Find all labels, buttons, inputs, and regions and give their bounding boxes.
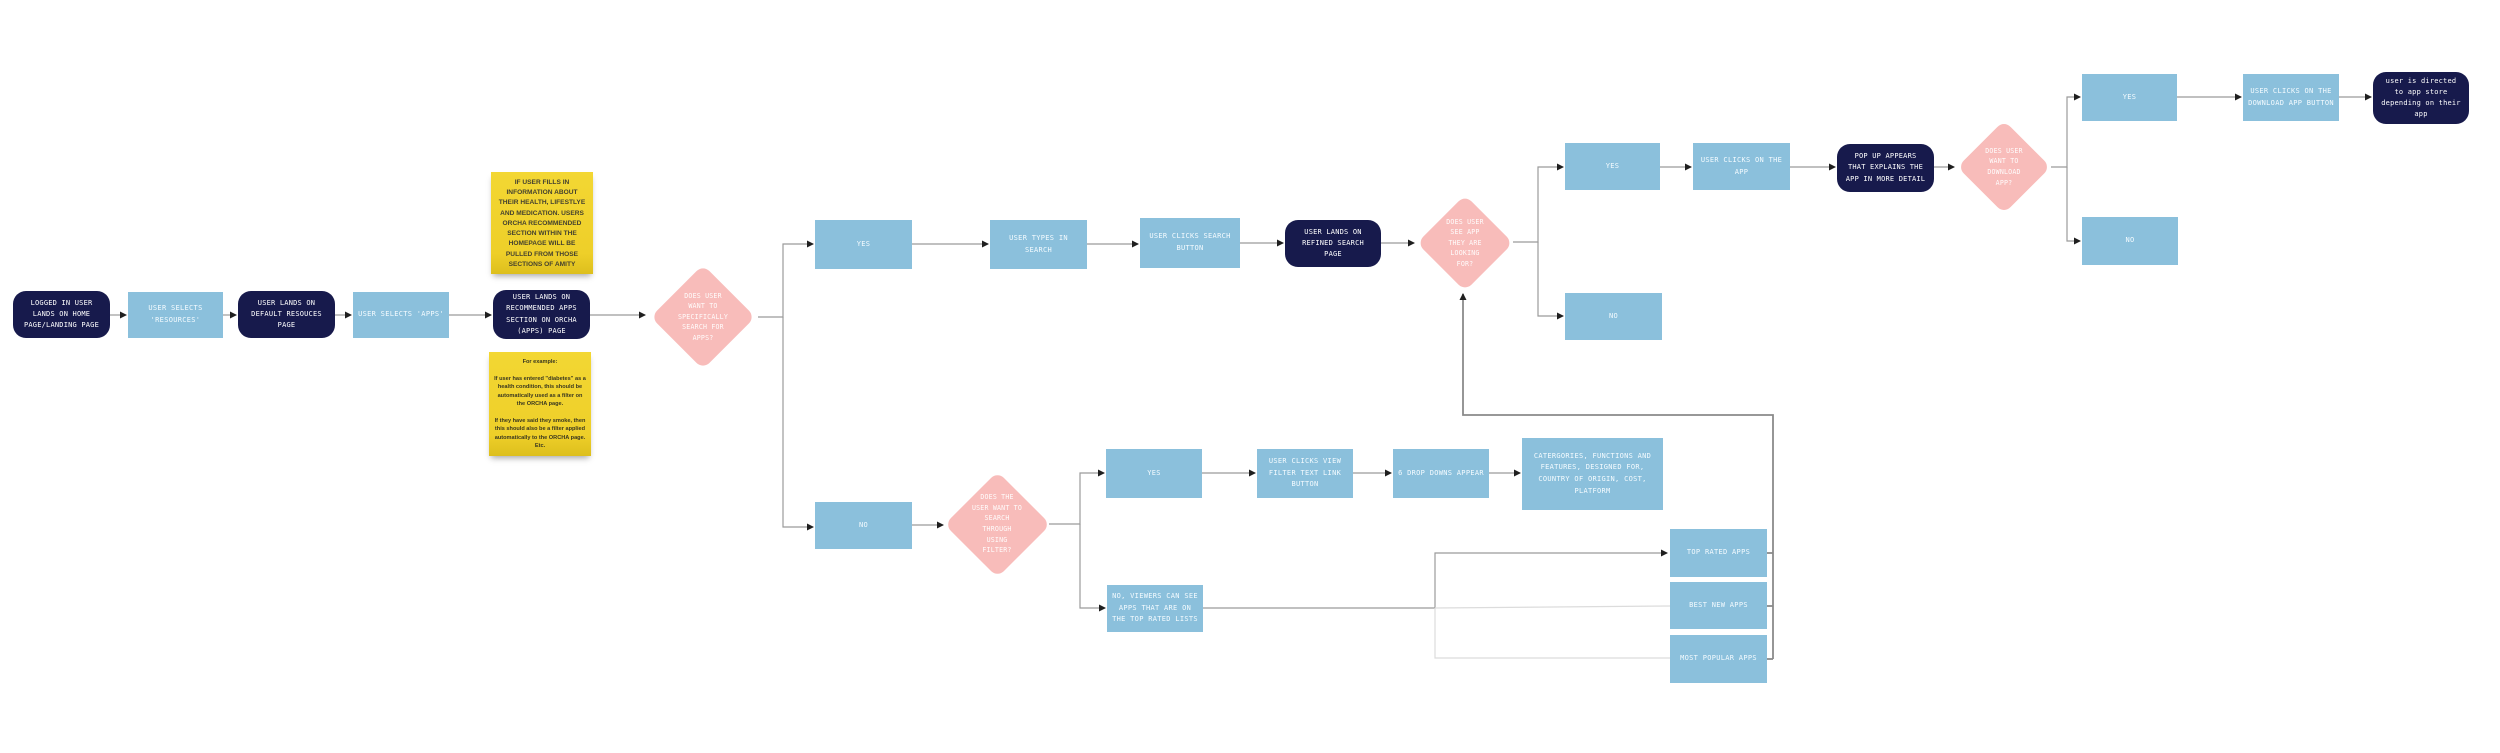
refined-search-label: USER LANDS ON REFINED SEARCH PAGE [1302, 227, 1364, 259]
clicks-search-button-label: USER CLICKS SEARCH BUTTON [1149, 232, 1231, 252]
popup-detail-node[interactable]: POP UP APPEARS THAT EXPLAINS THE APP IN … [1837, 144, 1934, 192]
recommended-apps-node[interactable]: USER LANDS ON RECOMMENDED APPS SECTION O… [493, 290, 590, 339]
connector-11 [1513, 163, 1564, 243]
select-apps-node[interactable]: USER SELECTS 'APPS' [353, 292, 449, 338]
dropdowns-appear-node[interactable]: 6 DROP DOWNS APPEAR [1393, 449, 1489, 498]
yes-download-label: YES [2122, 92, 2137, 101]
note-recommended-sticky-note[interactable]: IF USER FILLS IN INFORMATION ABOUT THEIR… [491, 172, 593, 274]
no-download-label: NO [2125, 236, 2135, 245]
filter-categories-node[interactable]: CATERGORIES, FUNCTIONS AND FEATURES, DES… [1522, 438, 1663, 510]
yes-search-node[interactable]: YES [815, 220, 912, 269]
clicks-on-app-label: USER CLICKS ON THE APP [1700, 155, 1783, 176]
yes-see-app-label: YES [1605, 161, 1620, 170]
clicks-download-button-label: USER CLICKS ON THE DOWNLOAD APP BUTTON [2248, 86, 2334, 107]
yes-see-app-node[interactable]: YES [1565, 143, 1660, 190]
clicks-download-button-node[interactable]: USER CLICKS ON THE DOWNLOAD APP BUTTON [2243, 74, 2339, 121]
no-filters-top-rated-node[interactable]: NO, VIEWERS CAN SEE APPS THAT ARE ON THE… [1107, 585, 1203, 632]
decision-download-diamond[interactable]: DOES USER WANT TO DOWNLOAD APP? [1957, 120, 2051, 214]
connector-17 [2066, 167, 2081, 245]
default-resources-node[interactable]: USER LANDS ON DEFAULT RESOUCES PAGE [238, 291, 335, 338]
types-in-search-node[interactable]: USER TYPES IN SEARCH [990, 220, 1087, 269]
connector-12 [1537, 242, 1564, 320]
decision-filters-diamond[interactable]: DOES THE USER WANT TO SEARCH THROUGH USI… [943, 470, 1051, 578]
yes-filters-label: YES [1147, 468, 1161, 477]
no-filters-top-rated-label: NO, VIEWERS CAN SEE APPS THAT ARE ON THE… [1112, 592, 1198, 624]
dropdowns-appear-label: 6 DROP DOWNS APPEAR [1398, 468, 1484, 477]
decision-specific-search-diamond[interactable]: DOES USER WANT TO SPECIFICALLY SEARCH FO… [648, 264, 758, 370]
select-resources-node[interactable]: USER SELECTS 'RESOURCES' [128, 292, 223, 338]
decision-specific-search-label: DOES USER WANT TO SPECIFICALLY SEARCH FO… [677, 291, 729, 342]
connector-6 [782, 317, 814, 531]
default-resources-label: USER LANDS ON DEFAULT RESOUCES PAGE [251, 298, 322, 330]
decision-filters-label: DOES THE USER WANT TO SEARCH THROUGH USI… [971, 493, 1023, 555]
note-recommended-label: IF USER FILLS IN INFORMATION ABOUT THEIR… [498, 179, 586, 268]
no-search-label: NO [858, 520, 869, 529]
connector-16 [2051, 93, 2081, 168]
yes-download-node[interactable]: YES [2082, 74, 2177, 121]
note-example-sticky-note[interactable]: For example: If user has entered "diabet… [489, 352, 591, 456]
yes-filters-node[interactable]: YES [1106, 449, 1202, 498]
connector-5 [758, 240, 814, 318]
connector-28 [1434, 608, 1670, 659]
most-popular-apps-label: MOST POPULAR APPS [1680, 654, 1757, 663]
no-search-node[interactable]: NO [815, 502, 912, 549]
best-new-apps-label: BEST NEW APPS [1689, 600, 1748, 609]
yes-search-label: YES [856, 239, 871, 248]
no-see-app-label: NO [1608, 311, 1619, 320]
connector-22 [1079, 524, 1106, 612]
most-popular-apps-node[interactable]: MOST POPULAR APPS [1670, 635, 1767, 683]
refined-search-node[interactable]: USER LANDS ON REFINED SEARCH PAGE [1285, 220, 1381, 267]
decision-see-app-diamond[interactable]: DOES USER SEE APP THEY ARE LOOKING FOR? [1416, 194, 1514, 292]
top-rated-apps-label: TOP RATED APPS [1686, 548, 1751, 557]
decision-download-label: DOES USER WANT TO DOWNLOAD APP? [1985, 146, 2023, 187]
filter-categories-label: CATERGORIES, FUNCTIONS AND FEATURES, DES… [1533, 451, 1652, 495]
no-see-app-node[interactable]: NO [1565, 293, 1662, 340]
view-filter-button-label: USER CLICKS VIEW FILTER TEXT LINK BUTTON [1268, 457, 1342, 489]
note-example-label: For example: If user has entered "diabet… [494, 359, 586, 449]
clicks-on-app-node[interactable]: USER CLICKS ON THE APP [1693, 143, 1790, 190]
popup-detail-label: POP UP APPEARS THAT EXPLAINS THE APP IN … [1845, 152, 1926, 183]
app-store-label: user is directed to app store depending … [2381, 76, 2461, 119]
start-home-label: LOGGED IN USER LANDS ON HOME PAGE/LANDIN… [23, 298, 100, 330]
recommended-apps-label: USER LANDS ON RECOMMENDED APPS SECTION O… [506, 293, 577, 335]
types-in-search-label: USER TYPES IN SEARCH [1009, 233, 1068, 254]
top-rated-apps-node[interactable]: TOP RATED APPS [1670, 529, 1767, 577]
connector-26 [1203, 549, 1668, 609]
select-resources-label: USER SELECTS 'RESOURCES' [148, 304, 203, 324]
connector-21 [1049, 469, 1105, 525]
view-filter-button-node[interactable]: USER CLICKS VIEW FILTER TEXT LINK BUTTON [1257, 449, 1353, 498]
best-new-apps-node[interactable]: BEST NEW APPS [1670, 582, 1767, 629]
connector-27 [1434, 605, 1671, 609]
clicks-search-button-node[interactable]: USER CLICKS SEARCH BUTTON [1140, 218, 1240, 268]
select-apps-label: USER SELECTS 'APPS' [358, 310, 444, 319]
start-home-node[interactable]: LOGGED IN USER LANDS ON HOME PAGE/LANDIN… [13, 291, 110, 338]
app-store-node[interactable]: user is directed to app store depending … [2373, 72, 2469, 124]
no-download-node[interactable]: NO [2082, 217, 2178, 265]
decision-see-app-label: DOES USER SEE APP THEY ARE LOOKING FOR? [1446, 217, 1484, 268]
